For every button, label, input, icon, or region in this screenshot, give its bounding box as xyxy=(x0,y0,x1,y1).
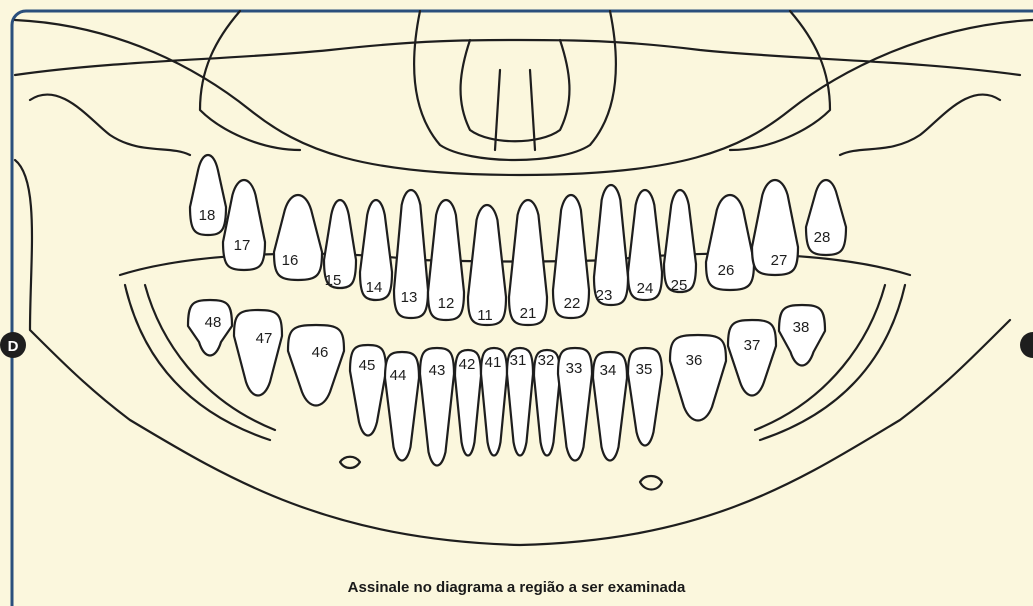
right-side-label: D xyxy=(8,338,19,355)
instruction-text: Assinale no diagrama a região a ser exam… xyxy=(0,579,1033,596)
